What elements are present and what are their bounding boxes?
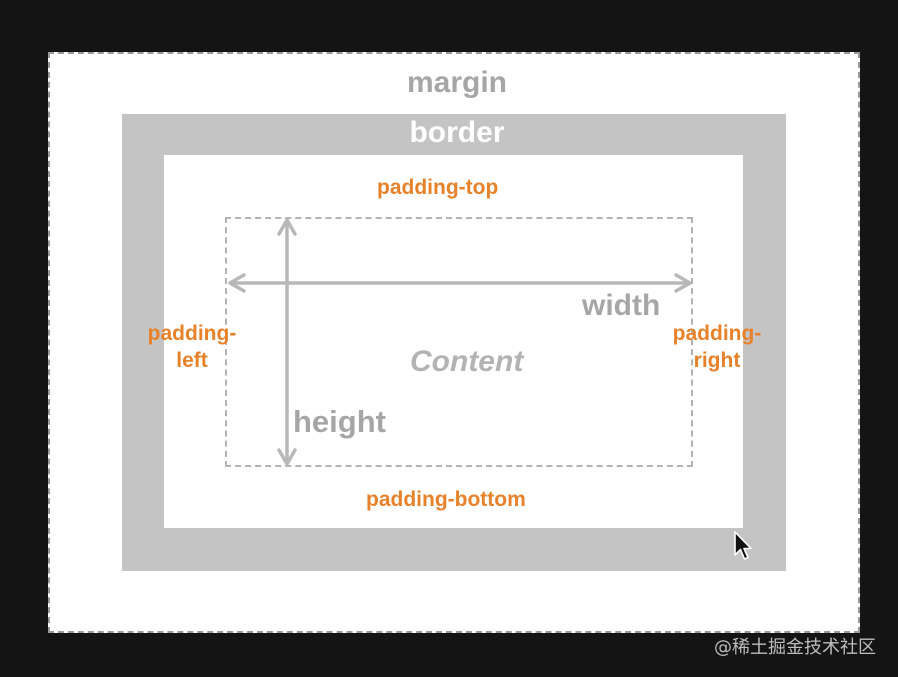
padding-top-label: padding-top <box>377 176 499 199</box>
height-label: height <box>293 404 386 439</box>
padding-left-label-line1: padding- <box>147 322 237 345</box>
padding-right-label-line2: right <box>693 349 741 372</box>
border-label-row: border <box>0 118 898 148</box>
content-label: Content <box>410 345 524 378</box>
padding-right-label-line1: padding- <box>672 322 762 345</box>
padding-left-label-line2: left <box>176 349 208 372</box>
padding-left-label: padding- left <box>138 320 246 374</box>
margin-label-row: margin <box>0 68 898 98</box>
mouse-pointer-icon <box>734 531 752 560</box>
content-area <box>225 217 693 467</box>
border-label: border <box>409 116 505 149</box>
padding-bottom-label: padding-bottom <box>366 488 526 511</box>
watermark: @稀土掘金技术社区 <box>714 637 876 658</box>
margin-label: margin <box>406 66 508 99</box>
padding-right-label: padding- right <box>663 320 771 374</box>
width-label: width <box>582 289 661 322</box>
